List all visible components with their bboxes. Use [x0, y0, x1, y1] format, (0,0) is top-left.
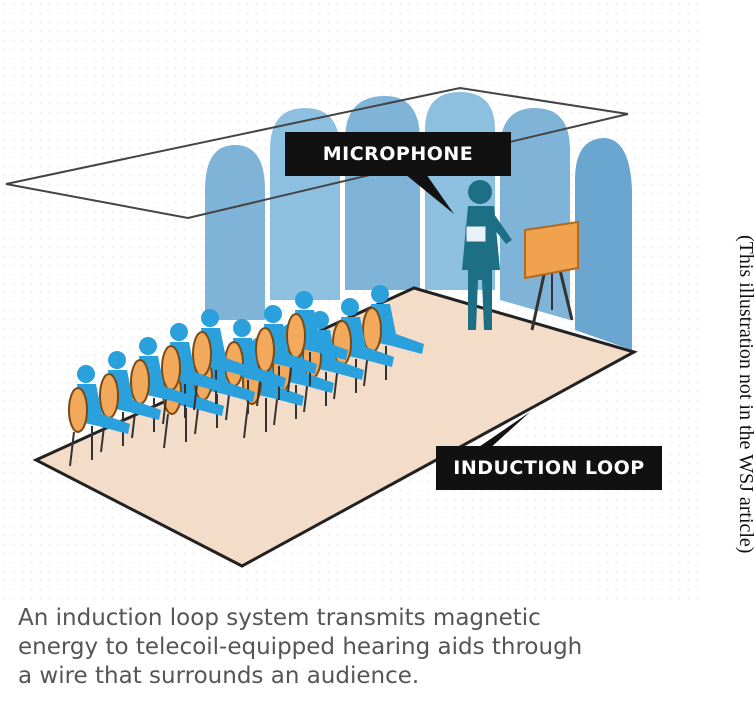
speaker-figure [462, 180, 512, 330]
audience [68, 285, 424, 467]
caption-line-1: An induction loop system transmits magne… [18, 605, 541, 631]
microphone-label: MICROPHONE [285, 132, 511, 176]
induction-loop-label: INDUCTION LOOP [436, 446, 662, 490]
caption-line-3: a wire that surrounds an audience. [18, 663, 420, 689]
side-note: (This illustration not in the WSJ articl… [725, 235, 754, 635]
ceiling-outline [5, 86, 629, 220]
microphone-pointer [405, 174, 454, 214]
easel [524, 220, 579, 331]
caption-line-2: energy to telecoil-equipped hearing aids… [18, 634, 583, 660]
side-note-text: (This illustration not in the WSJ articl… [735, 235, 754, 554]
caption: An induction loop system transmits magne… [18, 604, 708, 691]
